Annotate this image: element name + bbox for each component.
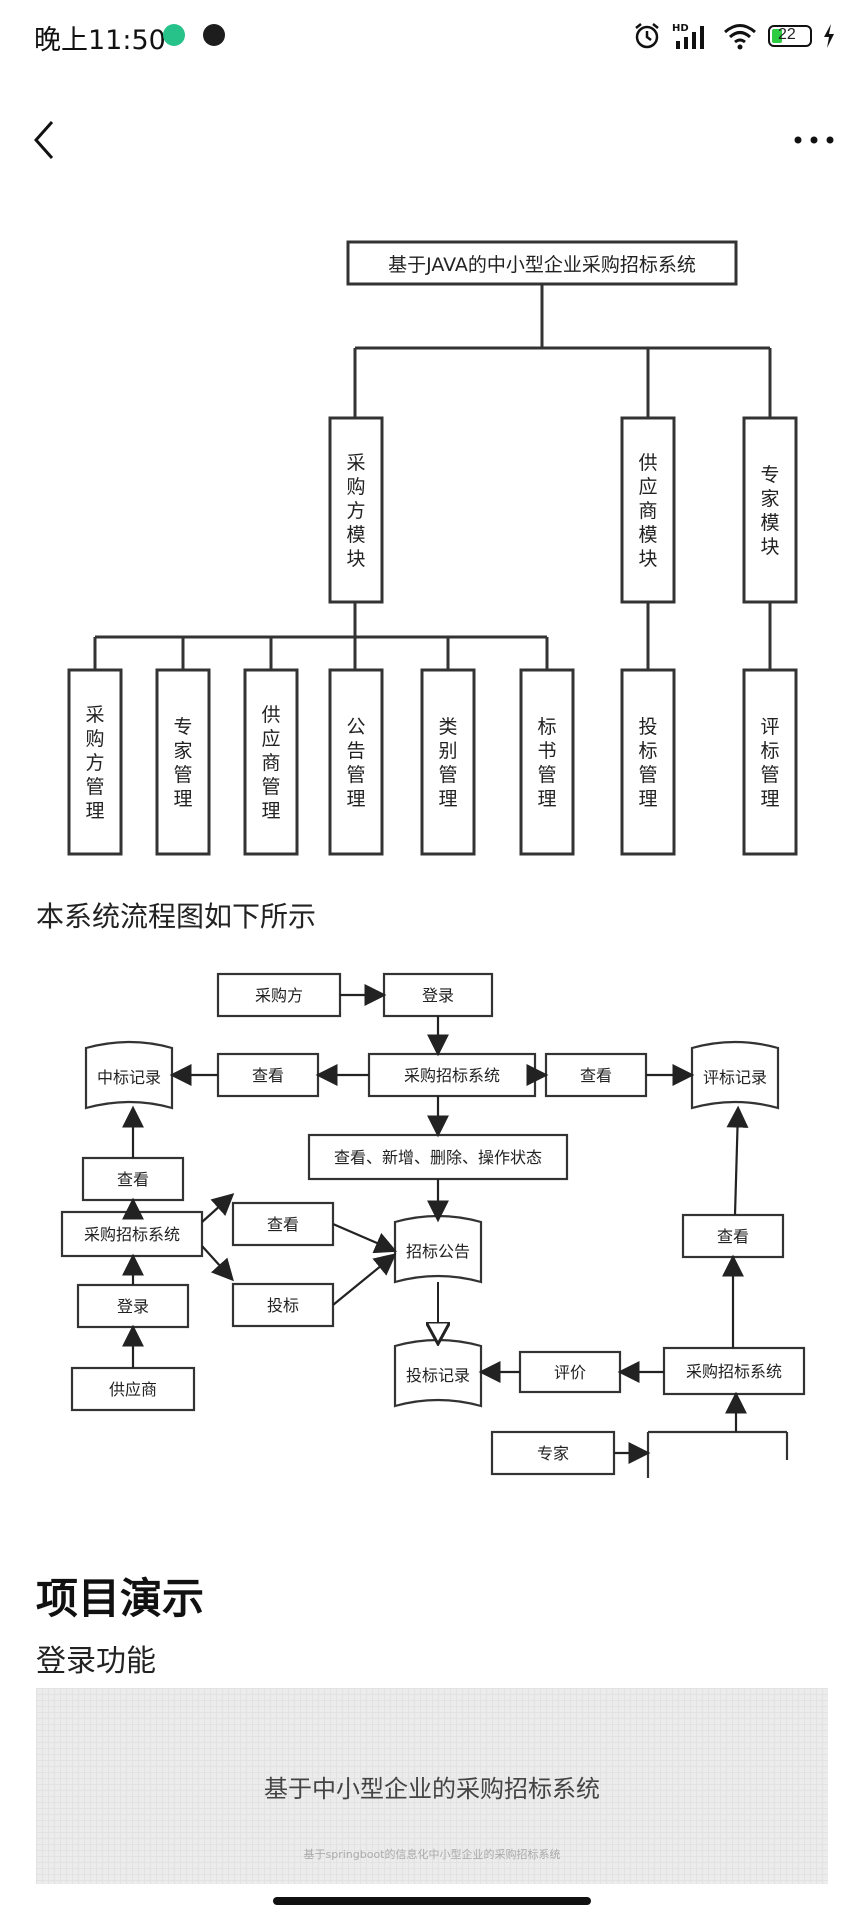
preview-title: 基于中小型企业的采购招标系统 bbox=[264, 1775, 600, 1803]
flow-node-view-left: 查看 bbox=[252, 1066, 284, 1085]
leaf-node-label: 书 bbox=[537, 740, 556, 762]
section-title: 项目演示 bbox=[36, 1574, 205, 1623]
alarm-icon bbox=[635, 23, 659, 49]
nav-bar bbox=[0, 100, 864, 180]
module-node-label: 块 bbox=[346, 548, 365, 570]
leaf-node-label: 管 bbox=[346, 764, 365, 786]
flow-node-buyer: 采购方 bbox=[255, 986, 303, 1005]
leaf-node-label: 理 bbox=[537, 788, 556, 810]
login-screenshot-preview[interactable]: 基于中小型企业的采购招标系统 基于springboot的信息化中小型企业的采购招… bbox=[36, 1688, 828, 1884]
leaf-node-label: 管 bbox=[438, 764, 457, 786]
module-node-label: 块 bbox=[638, 548, 657, 570]
leaf-node-label: 理 bbox=[85, 800, 104, 822]
chevron-left-icon bbox=[33, 121, 54, 159]
flow-node-view-mid: 查看 bbox=[117, 1170, 149, 1189]
battery-level: 22 bbox=[778, 26, 796, 43]
more-button[interactable] bbox=[788, 122, 840, 158]
flow-node-ops: 查看、新增、删除、操作状态 bbox=[334, 1148, 542, 1167]
flow-node-system-left: 采购招标系统 bbox=[84, 1225, 180, 1244]
module-node-label: 模 bbox=[760, 512, 779, 534]
leaf-node-label: 管 bbox=[85, 776, 104, 798]
leaf-node-label: 类 bbox=[438, 716, 457, 738]
home-indicator[interactable] bbox=[273, 1897, 591, 1905]
leaf-node-label: 管 bbox=[261, 776, 280, 798]
leaf-node-label: 管 bbox=[638, 764, 657, 786]
module-node-label: 模 bbox=[638, 524, 657, 546]
flow-node-bid-record: 投标记录 bbox=[406, 1366, 470, 1385]
flow-node-view-right: 查看 bbox=[580, 1066, 612, 1085]
fitness-notification-icon bbox=[203, 24, 225, 46]
leaf-node-label: 标 bbox=[760, 740, 779, 762]
leaf-node-label: 方 bbox=[85, 752, 104, 774]
leaf-node-label: 购 bbox=[85, 728, 104, 750]
leaf-node-label: 告 bbox=[346, 740, 365, 762]
status-icons: HD 22 bbox=[632, 18, 836, 54]
leaf-node-label: 投 bbox=[638, 716, 657, 738]
leaf-node-label: 理 bbox=[346, 788, 365, 810]
leaf-node-label: 供 bbox=[261, 704, 280, 726]
app-notification-icon bbox=[163, 24, 185, 46]
flow-node-login-top: 登录 bbox=[422, 986, 454, 1005]
leaf-node-label: 别 bbox=[438, 740, 457, 762]
leaf-node-label: 理 bbox=[760, 788, 779, 810]
status-bar: 晚上11:50 HD 22 bbox=[0, 0, 864, 72]
flow-node-eval-record: 评标记录 bbox=[703, 1068, 767, 1087]
more-dots-icon bbox=[794, 136, 834, 144]
flow-node-system-right: 采购招标系统 bbox=[686, 1362, 782, 1381]
flow-node-win-record: 中标记录 bbox=[97, 1068, 161, 1087]
module-node-label: 块 bbox=[760, 536, 779, 558]
module-node-label: 购 bbox=[346, 476, 365, 498]
leaf-node-label: 理 bbox=[173, 788, 192, 810]
leaf-node-label: 管 bbox=[173, 764, 192, 786]
leaf-node-label: 标 bbox=[638, 740, 657, 762]
flow-node-notice: 招标公告 bbox=[406, 1242, 470, 1261]
leaf-node-label: 管 bbox=[760, 764, 779, 786]
flow-node-bid: 投标 bbox=[267, 1296, 299, 1315]
flow-node-supplier: 供应商 bbox=[109, 1380, 157, 1399]
leaf-node-label: 管 bbox=[537, 764, 556, 786]
wifi-icon bbox=[724, 24, 756, 50]
leaf-node-label: 理 bbox=[261, 800, 280, 822]
preview-subtitle: 基于springboot的信息化中小型企业的采购招标系统 bbox=[303, 1848, 561, 1861]
leaf-node-label: 家 bbox=[173, 740, 192, 762]
leaf-node-label: 专 bbox=[173, 716, 192, 738]
flow-node-view-exp: 查看 bbox=[717, 1227, 749, 1246]
leaf-node-label: 应 bbox=[261, 728, 280, 750]
process-flowchart: 采购方 登录 采购招标系统 查看 查看 中标记录 评标记录 查看、新增、删除、操… bbox=[0, 960, 864, 1480]
battery-icon: 22 bbox=[768, 25, 812, 47]
leaf-node-label: 评 bbox=[760, 716, 779, 738]
back-button[interactable] bbox=[26, 118, 66, 162]
flow-node-evaluate: 评价 bbox=[554, 1363, 586, 1382]
signal-icon: HD bbox=[672, 23, 704, 49]
leaf-node-label: 商 bbox=[261, 752, 280, 774]
root-node-label: 基于JAVA的中小型企业采购招标系统 bbox=[388, 254, 696, 276]
signal-hd-label: HD bbox=[672, 23, 689, 34]
flow-node-login-left: 登录 bbox=[117, 1297, 149, 1316]
flow-node-system-top: 采购招标系统 bbox=[404, 1066, 500, 1085]
leaf-node-label: 标 bbox=[537, 716, 556, 738]
charging-icon bbox=[824, 24, 834, 48]
leaf-node-label: 理 bbox=[438, 788, 457, 810]
module-node-label: 供 bbox=[638, 452, 657, 474]
leaf-node-label: 采 bbox=[85, 704, 104, 726]
module-node-label: 模 bbox=[346, 524, 365, 546]
module-node-label: 家 bbox=[760, 488, 779, 510]
status-time: 晚上11:50 bbox=[34, 25, 166, 56]
module-structure-diagram: 基于JAVA的中小型企业采购招标系统 采购方模块供应商模块专家模块采购方管理专家… bbox=[0, 230, 864, 870]
module-node-label: 应 bbox=[638, 476, 657, 498]
leaf-node-label: 公 bbox=[346, 716, 365, 738]
module-node-label: 商 bbox=[638, 500, 657, 522]
section-subtitle: 登录功能 bbox=[36, 1644, 156, 1679]
module-node-label: 采 bbox=[346, 452, 365, 474]
flow-node-view-sup: 查看 bbox=[267, 1215, 299, 1234]
flow-caption: 本系统流程图如下所示 bbox=[36, 900, 317, 933]
leaf-node-label: 理 bbox=[638, 788, 657, 810]
module-node-label: 专 bbox=[760, 464, 779, 486]
module-node-label: 方 bbox=[346, 500, 365, 522]
flow-node-expert: 专家 bbox=[537, 1444, 569, 1463]
